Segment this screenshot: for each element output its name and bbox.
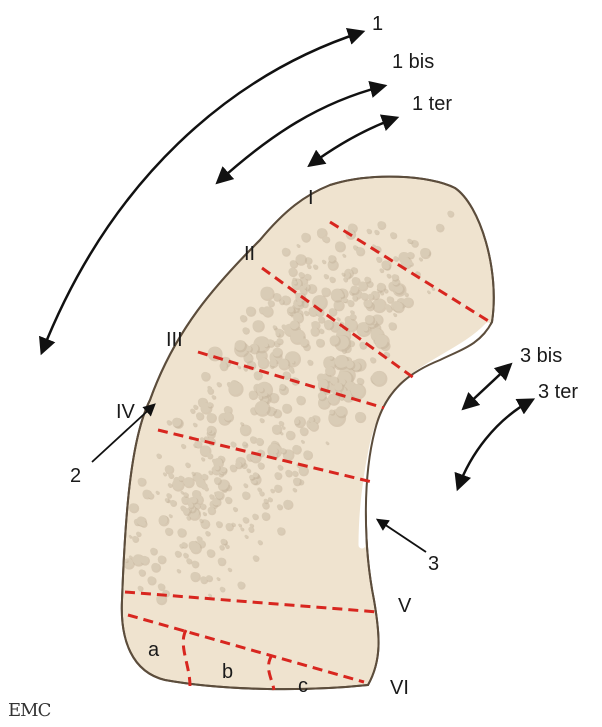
section-label-V: V <box>398 595 412 617</box>
section-label-II: II <box>244 243 255 265</box>
section-label-IV: IV <box>116 401 136 423</box>
arrow-label-3-ter: 3 ter <box>538 381 578 403</box>
sub-label-a: a <box>148 639 160 661</box>
arrow-3-bis <box>464 365 510 408</box>
arrow-label-1: 1 <box>372 13 383 35</box>
section-label-VI: VI <box>390 677 409 699</box>
arrow-label-1-bis: 1 bis <box>392 51 434 73</box>
arrow-3-ter <box>458 400 532 488</box>
pointer-label-3: 3 <box>428 553 439 575</box>
section-label-I: I <box>308 187 314 209</box>
pointer-3 <box>378 520 426 552</box>
sub-label-b: b <box>222 661 233 683</box>
emc-logo: EMC <box>8 700 51 721</box>
section-label-III: III <box>166 329 183 351</box>
arrow-label-1-ter: 1 ter <box>412 93 452 115</box>
pointer-label-2: 2 <box>70 465 81 487</box>
arrow-label-3-bis: 3 bis <box>520 345 562 367</box>
arrow-1-ter <box>310 118 396 165</box>
sub-label-c: c <box>298 675 308 697</box>
